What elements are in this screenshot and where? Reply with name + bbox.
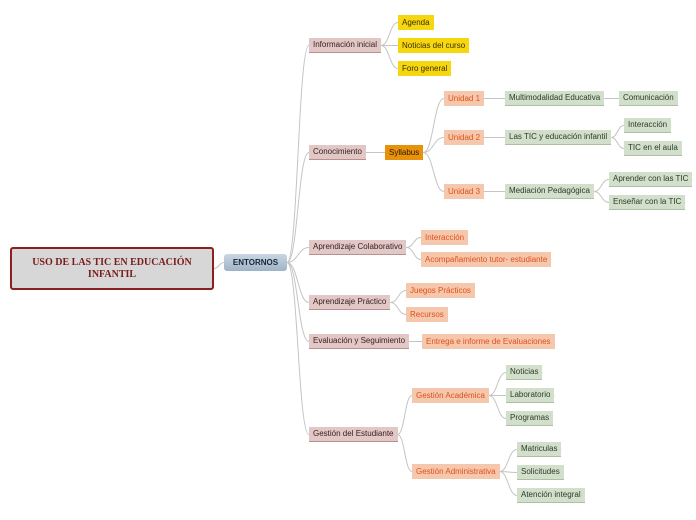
connector-hub-node-entornos-to-branch-aprendizaje-practico xyxy=(286,262,391,303)
connector-branch-informacion-inicial-to-leaf-agenda xyxy=(380,22,434,46)
leaf-noticias[interactable]: Noticias xyxy=(506,365,543,380)
connector-node-gestion-administrativa-to-leaf-atencion-integral xyxy=(499,471,585,496)
connector-root-node-to-hub-node-entornos xyxy=(213,262,287,269)
branch-aprendizaje-colaborativo[interactable]: Aprendizaje Colaborativo xyxy=(309,240,407,255)
node-unidad-1[interactable]: Unidad 1 xyxy=(444,91,485,106)
connector-hub-node-entornos-to-branch-evaluacion-seguimiento xyxy=(286,262,410,342)
hub-node-entornos[interactable]: ENTORNOS xyxy=(224,254,287,271)
branch-conocimiento[interactable]: Conocimiento xyxy=(309,145,366,160)
connector-branch-aprendizaje-practico-to-leaf-recursos xyxy=(390,302,448,315)
node-unidad-2[interactable]: Unidad 2 xyxy=(444,130,485,145)
connector-topic-tic-educacion-infantil-to-leaf-tic-en-el-aula xyxy=(611,137,682,149)
leaf-foro-general[interactable]: Foro general xyxy=(398,61,452,76)
connector-node-gestion-academica-to-leaf-programas xyxy=(488,395,554,419)
connector-node-syllabus-to-node-unidad-3 xyxy=(423,152,485,192)
connector-hub-node-entornos-to-branch-informacion-inicial xyxy=(286,45,382,263)
connector-topic-mediacion-pedagogica-to-leaf-ensenar-con-tic xyxy=(593,191,686,203)
connector-hub-node-entornos-to-branch-conocimiento xyxy=(286,152,366,263)
leaf-acompanamiento-tutor[interactable]: Acompañamiento tutor- estudiante xyxy=(421,252,552,267)
connector-topic-mediacion-pedagogica-to-leaf-aprender-con-tic xyxy=(593,179,693,192)
leaf-comunicacion[interactable]: Comunicación xyxy=(619,91,678,106)
topic-multimodalidad[interactable]: Multimodalidad Educativa xyxy=(505,91,605,106)
connector-node-syllabus-to-node-unidad-1 xyxy=(423,98,485,153)
leaf-recursos[interactable]: Recursos xyxy=(406,307,448,322)
branch-aprendizaje-practico[interactable]: Aprendizaje Práctico xyxy=(309,295,391,310)
connector-hub-node-entornos-to-branch-gestion-estudiante xyxy=(286,262,398,435)
leaf-tic-en-el-aula[interactable]: TIC en el aula xyxy=(624,141,682,156)
topic-tic-educacion-infantil[interactable]: Las TIC y educación infantil xyxy=(505,130,612,145)
connector-hub-node-entornos-to-branch-aprendizaje-colaborativo xyxy=(286,247,407,263)
connector-branch-aprendizaje-colaborativo-to-leaf-interaccion-colaborativo xyxy=(406,237,469,248)
branch-gestion-estudiante[interactable]: Gestión del Estudiante xyxy=(309,427,398,442)
node-syllabus[interactable]: Syllabus xyxy=(385,145,424,160)
leaf-entrega-evaluaciones[interactable]: Entrega e informe de Evaluaciones xyxy=(422,334,555,349)
leaf-agenda[interactable]: Agenda xyxy=(398,15,434,30)
leaf-noticias-curso[interactable]: Noticias del curso xyxy=(398,38,470,53)
node-gestion-administrativa[interactable]: Gestión Administrativa xyxy=(412,464,500,479)
connector-branch-gestion-estudiante-to-node-gestion-administrativa xyxy=(397,434,500,472)
connector-node-gestion-academica-to-leaf-noticias xyxy=(488,372,543,396)
connector-node-syllabus-to-node-unidad-2 xyxy=(423,137,485,153)
root-node[interactable]: USO DE LAS TIC EN EDUCACIÓN INFANTIL xyxy=(10,247,214,290)
leaf-programas[interactable]: Programas xyxy=(506,411,554,426)
leaf-atencion-integral[interactable]: Atención integral xyxy=(517,488,585,503)
connector-branch-aprendizaje-colaborativo-to-leaf-acompanamiento-tutor xyxy=(406,247,552,260)
topic-mediacion-pedagogica[interactable]: Mediación Pedagógica xyxy=(505,184,594,199)
node-gestion-academica[interactable]: Gestión Académica xyxy=(412,388,489,403)
connector-node-gestion-administrativa-to-leaf-solicitudes xyxy=(499,471,564,473)
branch-informacion-inicial[interactable]: Información inicial xyxy=(309,38,382,53)
leaf-solicitudes[interactable]: Solicitudes xyxy=(517,465,564,480)
connector-node-gestion-administrativa-to-leaf-matriculas xyxy=(499,449,562,472)
connector-branch-aprendizaje-practico-to-leaf-juegos-practicos xyxy=(390,290,475,303)
connector-branch-informacion-inicial-to-leaf-foro-general xyxy=(380,45,452,69)
branch-evaluacion-seguimiento[interactable]: Evaluación y Seguimiento xyxy=(309,334,410,349)
leaf-interaccion-colaborativo[interactable]: Interacción xyxy=(421,230,469,245)
connector-topic-tic-educacion-infantil-to-leaf-interaccion-tic xyxy=(611,125,672,138)
leaf-laboratorio[interactable]: Laboratorio xyxy=(506,388,555,403)
leaf-juegos-practicos[interactable]: Juegos Prácticos xyxy=(406,283,475,298)
connector-branch-gestion-estudiante-to-node-gestion-academica xyxy=(397,395,489,435)
leaf-matriculas[interactable]: Matriculas xyxy=(517,442,562,457)
leaf-aprender-con-tic[interactable]: Aprender con las TIC xyxy=(609,172,693,187)
node-unidad-3[interactable]: Unidad 3 xyxy=(444,184,485,199)
leaf-interaccion-tic[interactable]: Interacción xyxy=(624,118,672,133)
leaf-ensenar-con-tic[interactable]: Enseñar con la TIC xyxy=(609,195,686,210)
